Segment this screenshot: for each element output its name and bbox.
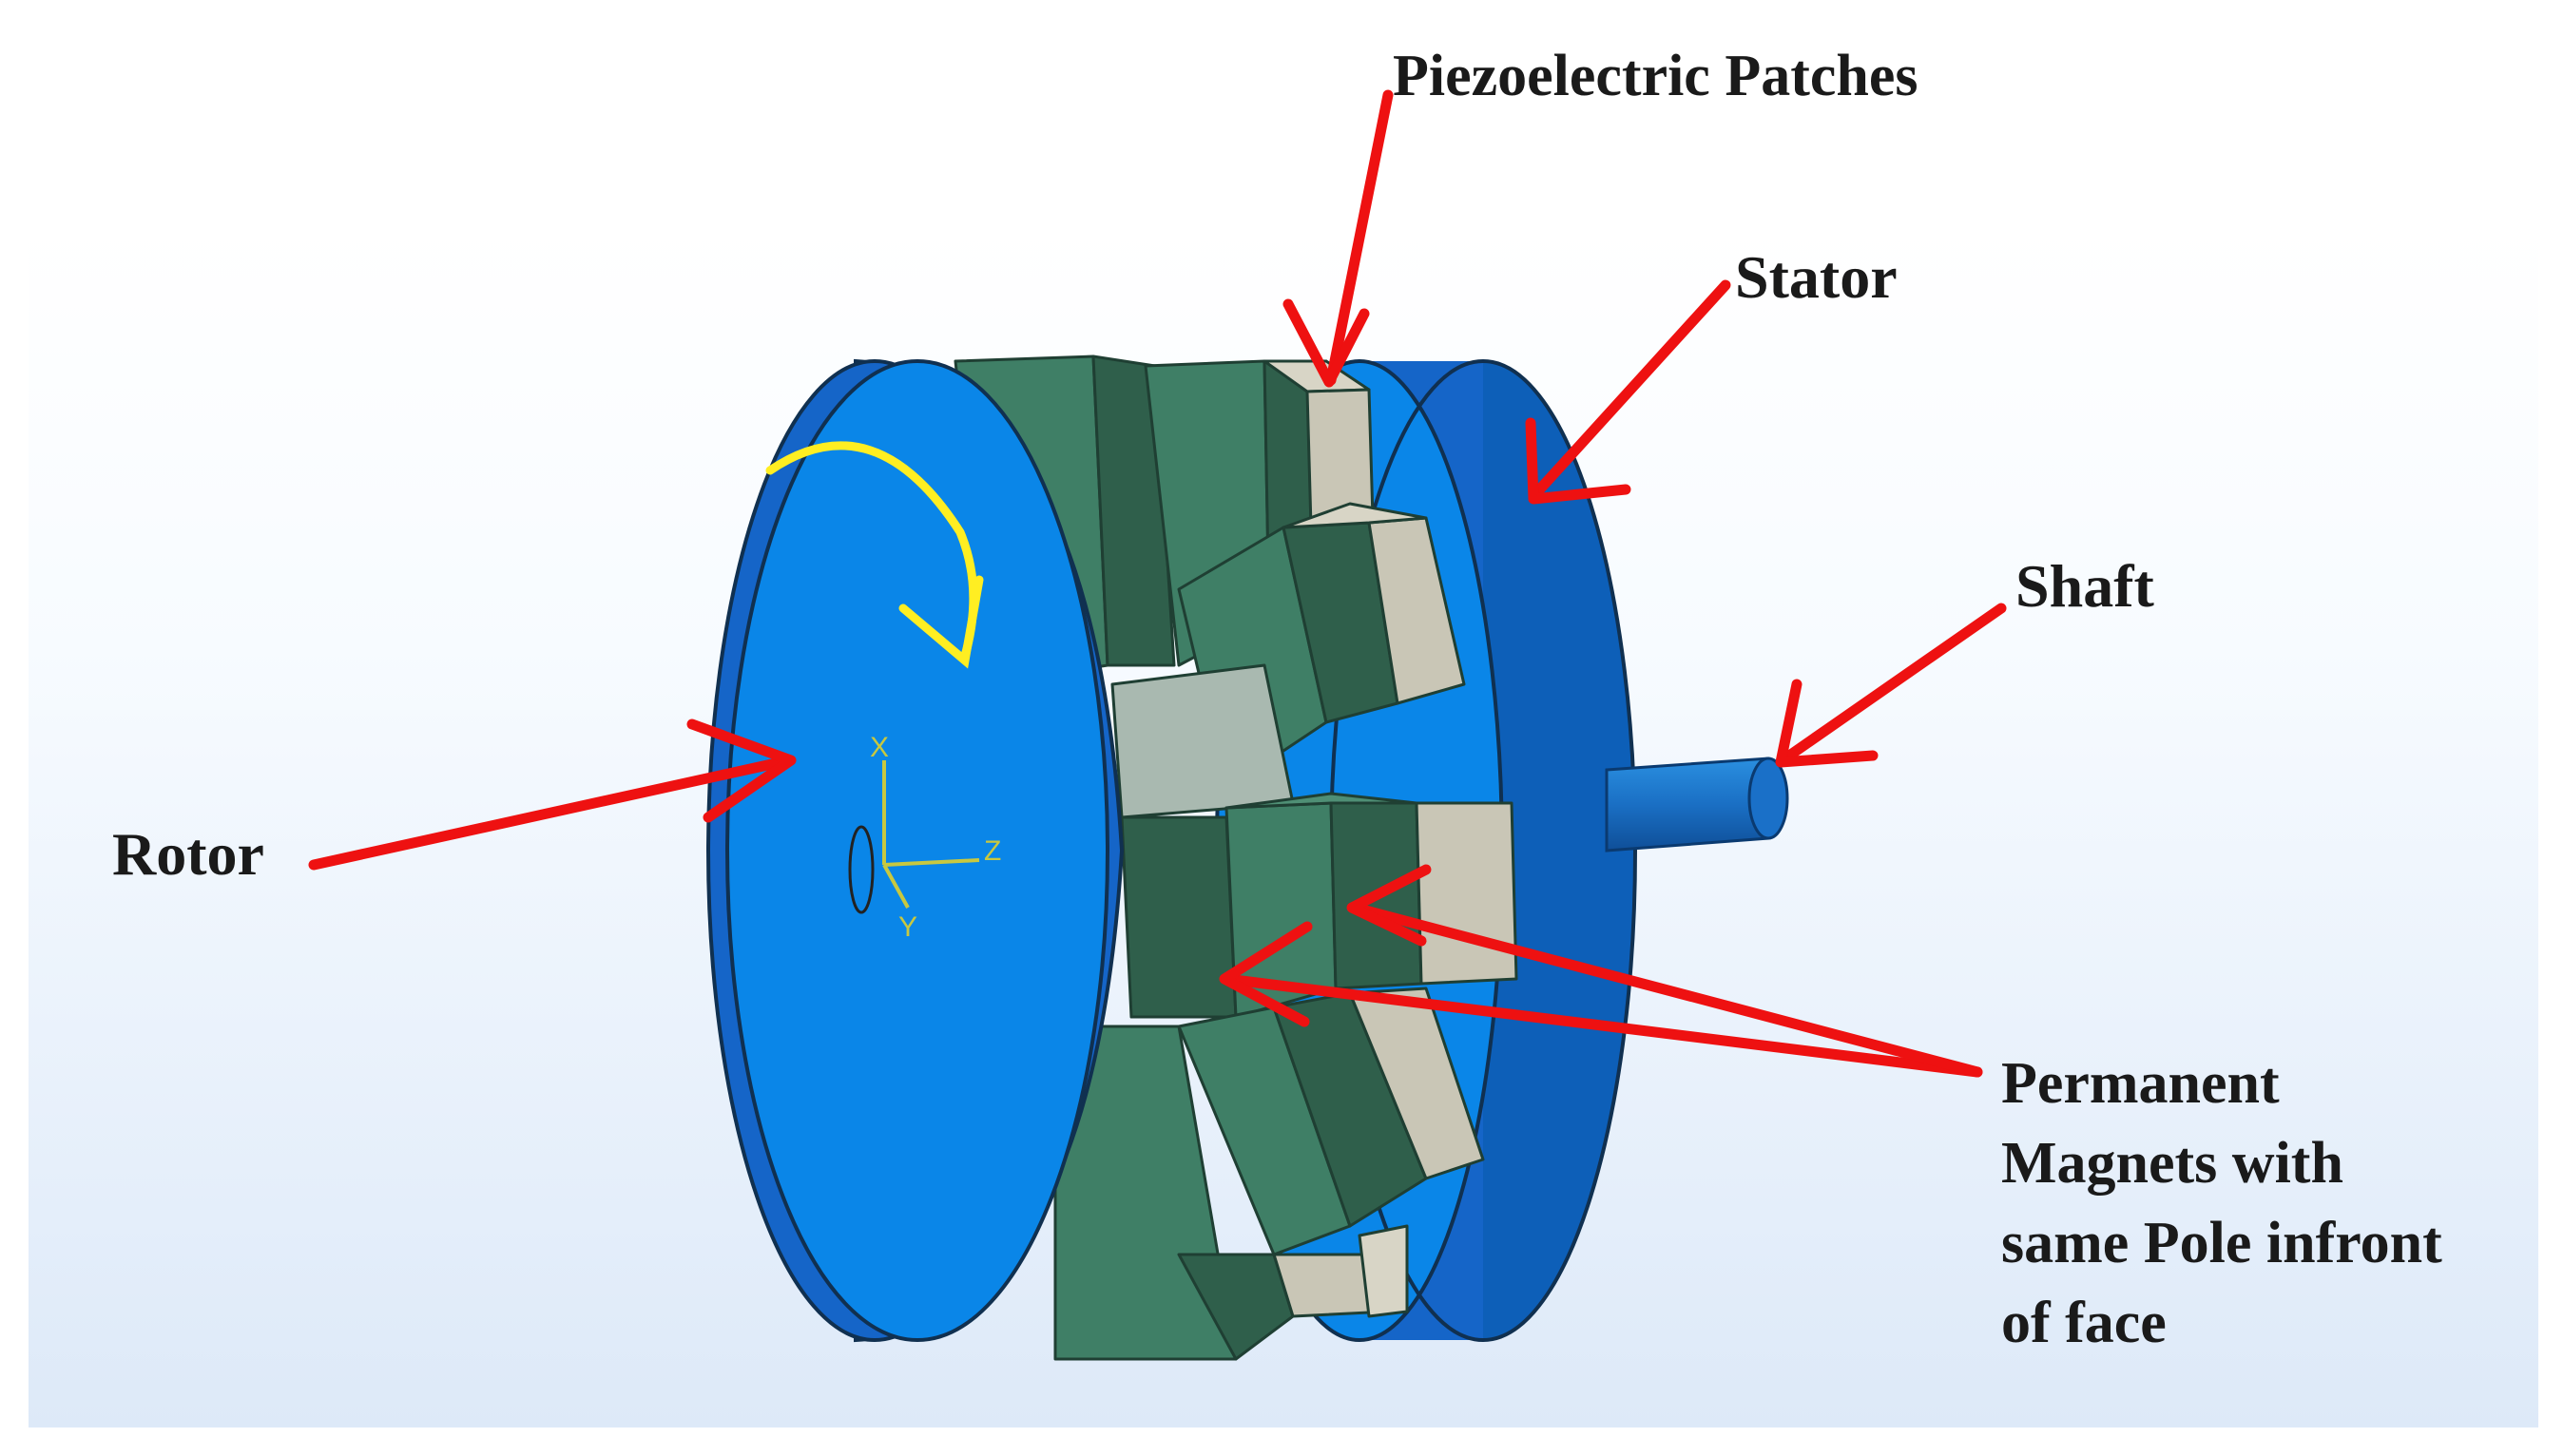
coordinate-axes [848, 760, 980, 914]
axis-x-label: X [870, 732, 889, 763]
label-magnets-line4: of face [2001, 1291, 2167, 1355]
label-rotor: Rotor [112, 820, 264, 888]
label-magnets-line1: Permanent [2001, 1051, 2280, 1116]
axis-y-label: Y [898, 911, 917, 943]
leader-arrows [308, 89, 2007, 1078]
label-shaft: Shaft [2015, 552, 2154, 620]
label-magnets-line3: same Pole infront [2001, 1211, 2442, 1275]
axis-z-label: Z [984, 835, 1001, 867]
label-magnets-line2: Magnets with [2001, 1131, 2343, 1196]
label-piezoelectric-patches: Piezoelectric Patches [1393, 44, 1918, 108]
label-permanent-magnets: Permanent Magnets with same Pole infront… [2001, 1044, 2442, 1363]
shaft [1605, 757, 1789, 853]
rotation-arrow [765, 441, 984, 669]
rotor-disk [706, 358, 1125, 1343]
label-stator: Stator [1735, 243, 1898, 311]
